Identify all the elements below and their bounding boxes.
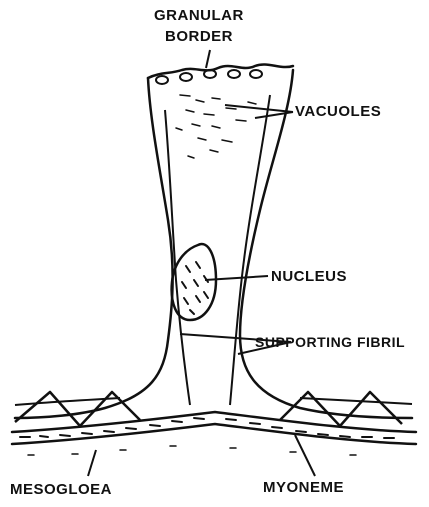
- myonemes: [15, 392, 402, 426]
- label-granular-border-line2: BORDER: [165, 29, 233, 44]
- label-mesogloea: MESOGLOEA: [10, 482, 112, 497]
- label-supporting-fibril: SUPPORTING FIBRIL: [255, 335, 405, 349]
- label-myoneme: MYONEME: [263, 480, 344, 495]
- label-vacuoles: VACUOLES: [295, 104, 381, 119]
- vacuoles: [176, 95, 256, 158]
- label-nucleus: NUCLEUS: [271, 269, 347, 284]
- upper-tissue: [15, 398, 412, 405]
- label-granular-border-line1: GRANULAR: [154, 8, 244, 23]
- lower-tissue: [28, 446, 356, 455]
- supporting-fibrils: [165, 95, 270, 405]
- leader-lines: [88, 50, 315, 476]
- granular-border: [148, 64, 293, 78]
- cell-outline-left: [15, 78, 173, 418]
